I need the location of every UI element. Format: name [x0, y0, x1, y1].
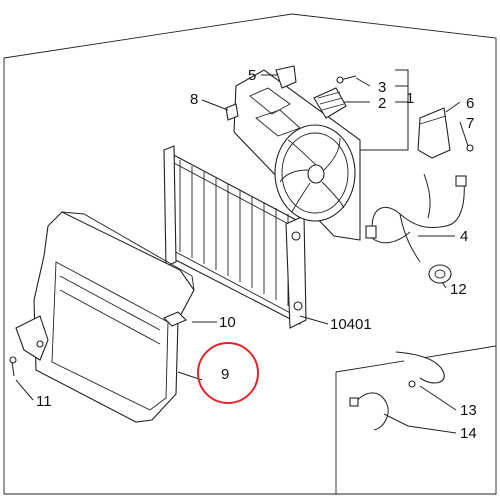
label-part-9: 9	[221, 366, 229, 383]
screw-part-3	[336, 75, 357, 84]
label-part-5: 5	[248, 67, 256, 84]
label-part-11: 11	[36, 393, 52, 410]
label-part-13: 13	[460, 402, 477, 419]
screw-part-7	[466, 144, 474, 152]
label-part-10: 10	[219, 314, 236, 331]
label-part-8: 8	[190, 91, 198, 108]
label-part-4: 4	[460, 228, 468, 245]
label-part-12: 12	[450, 281, 467, 298]
label-part-10401: 10401	[330, 316, 372, 333]
screw-part-11	[9, 356, 17, 377]
wiring-harness-part-4	[365, 173, 467, 263]
radiator	[163, 145, 307, 329]
label-part-7: 7	[466, 115, 474, 132]
diagram-frame	[3, 13, 497, 495]
fan-assembly	[233, 69, 361, 241]
label-part-6: 6	[466, 95, 474, 112]
control-unit-part-6	[417, 107, 451, 159]
label-part-14: 14	[460, 425, 477, 442]
label-part-2: 2	[378, 95, 386, 112]
connector-part-2	[313, 87, 347, 119]
bolt-part-8	[225, 103, 239, 121]
strap-clip-part-13	[395, 351, 445, 388]
label-part-1: 1	[406, 90, 414, 107]
fan-shroud	[15, 211, 195, 423]
highlight-circle	[197, 342, 259, 404]
cable-tie-part-14	[349, 392, 389, 431]
label-part-3: 3	[378, 79, 386, 96]
sensor-part-5	[275, 65, 297, 89]
clip-part-12	[428, 264, 452, 284]
